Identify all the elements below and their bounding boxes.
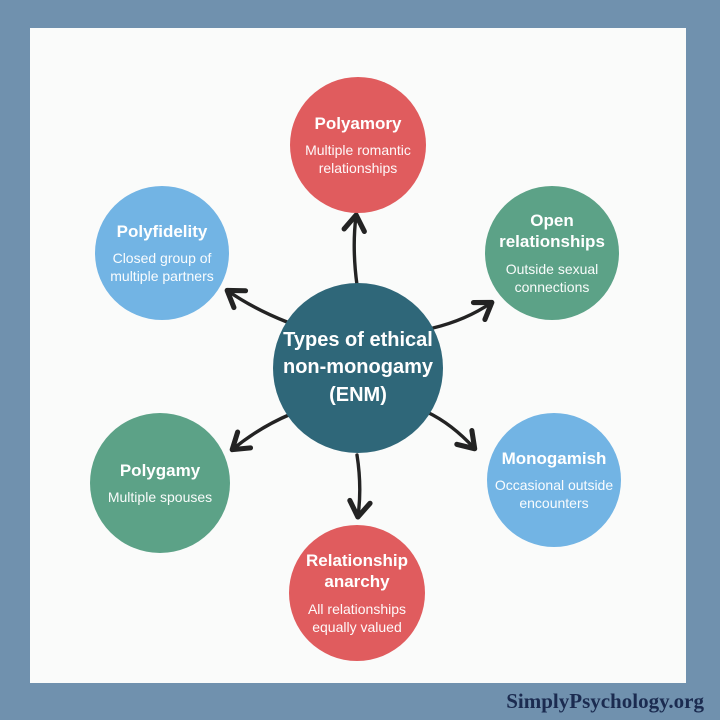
- node-relationship-anarchy-title: Relationship anarchy: [305, 551, 408, 592]
- arrow-to-open-relationships: [431, 299, 495, 330]
- arrow-to-polyfidelity: [224, 287, 289, 324]
- node-relationship-anarchy: Relationship anarchy All relationships e…: [289, 525, 425, 661]
- node-polygamy-title: Polygamy: [119, 460, 201, 480]
- node-polyamory-title: Polyamory: [314, 113, 402, 133]
- arrow-to-polyamory: [341, 212, 367, 287]
- node-polyamory-subtitle: Multiple romantic relationships: [305, 141, 411, 177]
- arrow-to-monogamish: [425, 410, 478, 452]
- center-node-enm: Types of ethical non-monogamy (ENM): [273, 283, 443, 453]
- node-open-relationships: Open relationships Outside sexual connec…: [485, 186, 619, 320]
- center-node-line-1: Types of ethical: [283, 328, 433, 351]
- node-polyfidelity: Polyfidelity Closed group of multiple pa…: [95, 186, 229, 320]
- arrow-to-relationship-anarchy: [347, 453, 373, 520]
- node-relationship-anarchy-subtitle: All relationships equally valued: [307, 600, 407, 635]
- node-polygamy-subtitle: Multiple spouses: [107, 489, 213, 506]
- arrow-to-polygamy: [229, 412, 293, 453]
- node-monogamish-subtitle: Occasional outside encounters: [494, 476, 614, 512]
- node-polygamy: Polygamy Multiple spouses: [90, 413, 230, 553]
- center-node-line-2: non-monogamy: [283, 356, 433, 379]
- watermark: SimplyPsychology.org: [506, 689, 704, 713]
- node-monogamish: Monogamish Occasional outside encounters: [487, 413, 621, 547]
- node-open-relationships-subtitle: Outside sexual connections: [505, 260, 599, 295]
- node-polyamory: Polyamory Multiple romantic relationship…: [290, 77, 426, 213]
- center-node-line-3: (ENM): [329, 383, 387, 406]
- node-monogamish-title: Monogamish: [501, 448, 607, 468]
- node-polyfidelity-subtitle: Closed group of multiple partners: [110, 249, 214, 285]
- node-open-relationships-title: Open relationships: [499, 211, 605, 252]
- node-polyfidelity-title: Polyfidelity: [116, 221, 208, 241]
